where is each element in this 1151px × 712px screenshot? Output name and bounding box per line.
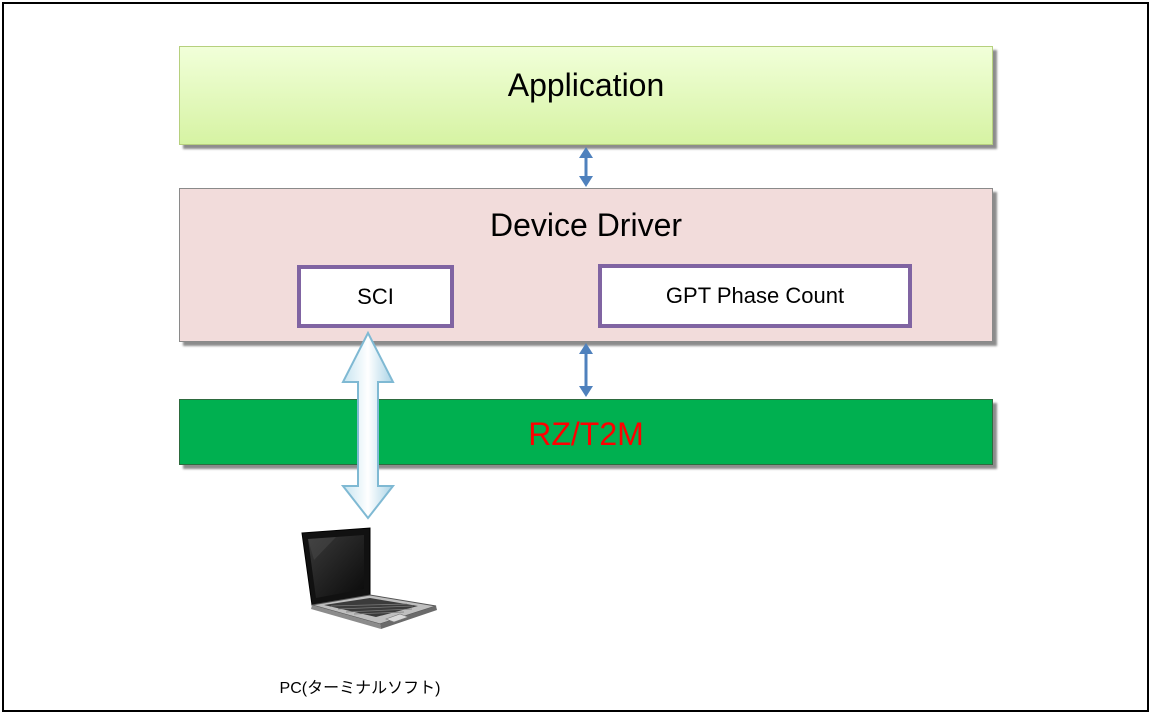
device-driver-label: Device Driver (489, 207, 683, 243)
pc-terminal-label: PC(ターミナルソフト) (279, 680, 441, 697)
driver-chip-arrow (579, 343, 593, 397)
gpt-label: GPT Phase Count (665, 283, 845, 308)
sci-module: SCI (297, 265, 454, 328)
laptop-icon (301, 527, 437, 629)
rz-t2m-layer: RZ/T2M (179, 399, 993, 465)
gpt-phase-count-module: GPT Phase Count (598, 264, 912, 328)
application-layer: Application (179, 46, 993, 145)
application-label: Application (507, 67, 665, 103)
rz-t2m-label: RZ/T2M (528, 415, 644, 452)
sci-pc-arrow (340, 330, 396, 520)
app-driver-arrow (579, 147, 593, 187)
sci-label: SCI (357, 283, 394, 309)
